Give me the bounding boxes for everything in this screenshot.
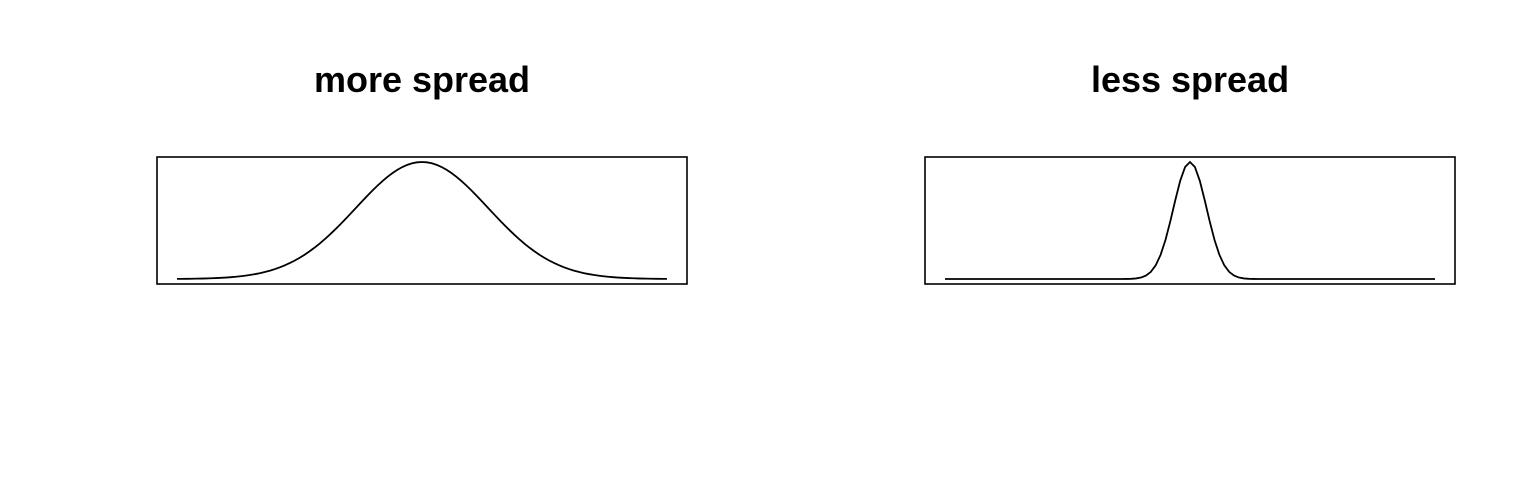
- chart-panel-more-spread: more spread: [156, 59, 688, 285]
- chart-panel-less-spread: less spread: [924, 59, 1456, 285]
- plot-frame: [924, 156, 1456, 285]
- series-group: [176, 161, 668, 280]
- series-group: [945, 160, 1435, 280]
- plot-frame: [156, 156, 688, 285]
- chart-title: less spread: [1091, 59, 1289, 100]
- density-curve-series-0: [176, 161, 668, 280]
- density-curve-series-0: [945, 160, 1435, 280]
- chart-title: more spread: [314, 59, 530, 100]
